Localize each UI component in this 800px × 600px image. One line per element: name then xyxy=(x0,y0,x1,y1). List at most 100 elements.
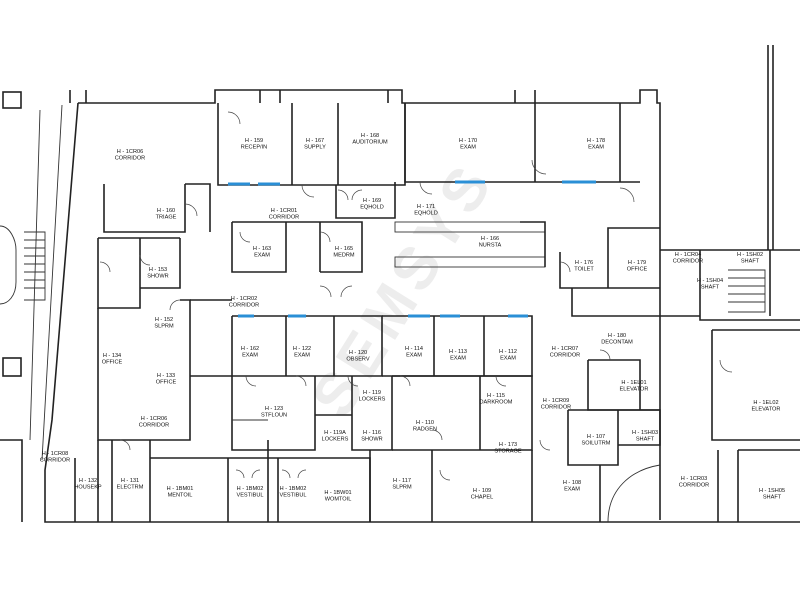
room-use: TOILET xyxy=(574,266,594,272)
room-use: ELECTRM xyxy=(117,484,144,490)
room-number: H - 133 xyxy=(157,373,175,379)
room-number: H - 170 xyxy=(459,138,477,144)
room-use: SLPRM xyxy=(154,323,174,329)
room-use: CORRIDOR xyxy=(673,258,703,264)
room-use: CORRIDOR xyxy=(679,482,709,488)
room-use: SHAFT xyxy=(741,258,760,264)
room-number: H - 1EL02 xyxy=(753,400,778,406)
room-use: TRIAGE xyxy=(156,214,177,220)
room-number: H - 1BW01 xyxy=(324,490,351,496)
room-use: STORAGE xyxy=(494,448,522,454)
room-use: OFFICE xyxy=(156,379,177,385)
room-use: MENTOIL xyxy=(168,492,193,498)
room-use: SHOWR xyxy=(147,273,168,279)
room-use: RECEP/IN xyxy=(241,144,267,150)
room-number: H - 165 xyxy=(335,246,353,252)
room-number: H - 109 xyxy=(473,488,491,494)
room-number: H - 152 xyxy=(155,317,173,323)
room-number: H - 179 xyxy=(628,260,646,266)
room-use: SUPPLY xyxy=(304,144,326,150)
room-number: H - 1SH04 xyxy=(697,278,723,284)
room-use: HOUSEKP xyxy=(74,484,102,490)
room-number: H - 110 xyxy=(416,420,434,426)
room-use: EQHOLD xyxy=(360,204,384,210)
room-use: EXAM xyxy=(294,352,310,358)
room-use: OBSERV xyxy=(346,356,369,362)
room-use: EXAM xyxy=(450,355,466,361)
room-number: H - 1BM02 xyxy=(237,486,264,492)
room-use: NURSTA xyxy=(479,242,502,248)
room-number: H - 114 xyxy=(405,346,423,352)
door-swings xyxy=(99,111,733,481)
room-use: ELEVATOR xyxy=(752,406,781,412)
room-use: RADGEN xyxy=(413,426,437,432)
room-use: CORRIDOR xyxy=(139,422,169,428)
room-use: VESTIBUL xyxy=(279,492,306,498)
room-number: H - 163 xyxy=(253,246,271,252)
room-use: AUDITORIUM xyxy=(352,139,388,145)
room-use: DECONTAM xyxy=(601,339,633,345)
watermark-text: SEMSYS xyxy=(298,150,506,428)
room-number: H - 153 xyxy=(149,267,167,273)
room-use: OFFICE xyxy=(627,266,648,272)
room-number: H - 108 xyxy=(563,480,581,486)
room-number: H - 166 xyxy=(481,236,499,242)
room-use: EXAM xyxy=(588,144,604,150)
room-number: H - 117 xyxy=(393,478,411,484)
room-use: SHAFT xyxy=(763,494,782,500)
room-number: H - 134 xyxy=(103,353,121,359)
room-use: CORRIDOR xyxy=(269,214,299,220)
room-use: CORRIDOR xyxy=(115,155,145,161)
room-use: CORRIDOR xyxy=(229,302,259,308)
room-number: H - 168 xyxy=(361,133,379,139)
room-number: H - 1CR09 xyxy=(543,398,569,404)
room-number: H - 1SH05 xyxy=(759,488,785,494)
room-number: H - 160 xyxy=(157,208,175,214)
room-use: EXAM xyxy=(406,352,422,358)
room-number: H - 178 xyxy=(587,138,605,144)
room-use: STFLOUN xyxy=(261,412,287,418)
column-box xyxy=(2,91,22,109)
room-use: EXAM xyxy=(460,144,476,150)
room-number: H - 120 xyxy=(349,350,367,356)
room-number: H - 123 xyxy=(265,406,283,412)
room-number: H - 1CR06 xyxy=(141,416,167,422)
room-number: H - 167 xyxy=(306,138,324,144)
room-number: H - 107 xyxy=(587,434,605,440)
room-number: H - 176 xyxy=(575,260,593,266)
room-number: H - 162 xyxy=(241,346,259,352)
room-number: H - 115 xyxy=(487,393,505,399)
room-number: H - 122 xyxy=(293,346,311,352)
room-use: CORRIDOR xyxy=(40,457,70,463)
